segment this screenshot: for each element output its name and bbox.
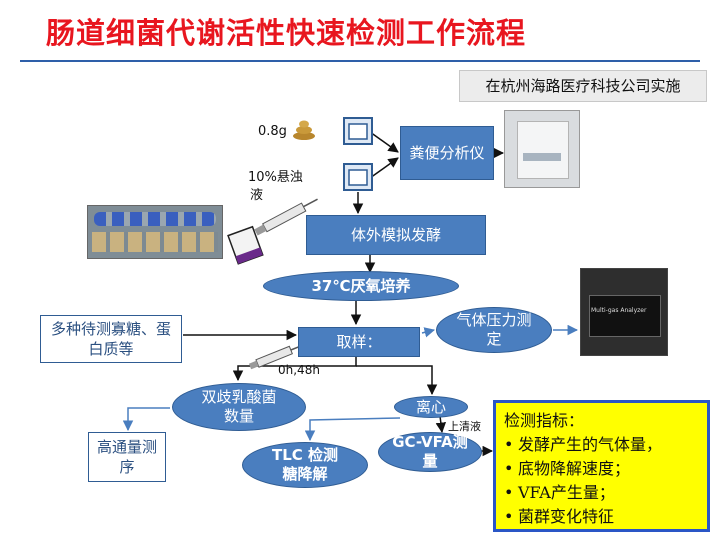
node-tlc: TLC 检测糖降解	[242, 442, 368, 488]
fecal-analyzer-photo	[504, 110, 580, 188]
indicators-list: •发酵产生的气体量， •底物降解速度； •VFA产生量； •菌群变化特征	[504, 433, 699, 529]
indicator-item: •菌群变化特征	[504, 507, 615, 526]
sample-container-icon	[343, 117, 373, 145]
implementer-label: 在杭州海路医疗科技公司实施	[459, 70, 707, 102]
indicator-item: •底物降解速度；	[504, 459, 631, 478]
suspension-container-icon	[343, 163, 373, 191]
node-centrifuge: 离心	[394, 396, 468, 418]
suspension-label-line1: 10%悬浊	[248, 170, 303, 185]
node-gas-pressure: 气体压力测定	[436, 307, 552, 353]
indicator-item: •发酵产生的气体量，	[504, 435, 663, 454]
syringe-icon	[254, 198, 318, 236]
stool-sample-icon	[293, 120, 315, 140]
supernatant-label: 上清液	[448, 420, 481, 433]
sample-mass-label: 0.8g	[258, 124, 287, 139]
node-fecal-analyzer: 粪便分析仪	[400, 126, 494, 180]
node-in-vitro-fermentation: 体外模拟发酵	[306, 215, 486, 255]
node-gc-vfa: GC-VFA测量	[378, 432, 482, 472]
indicators-box: 检测指标： •发酵产生的气体量， •底物降解速度； •VFA产生量； •菌群变化…	[493, 400, 710, 532]
indicators-title: 检测指标：	[504, 411, 585, 430]
vial-tray-photo	[87, 205, 223, 259]
time-points-label: 0h,48h	[278, 363, 320, 377]
indicator-item: •VFA产生量；	[504, 483, 615, 502]
title-underline	[20, 60, 700, 62]
node-hts: 高通量测序	[88, 432, 166, 482]
vial-icon	[227, 225, 264, 265]
node-sampling: 取样：	[298, 327, 420, 357]
arrow-to-analyzer	[369, 131, 399, 153]
node-anaerobic-culture: 37℃厌氧培养	[263, 271, 459, 301]
node-bifido-count: 双歧乳酸菌数量	[172, 383, 306, 431]
suspension-label-line2: 液	[250, 188, 264, 203]
gas-analyzer-label: Multi-gas Analyzer	[591, 307, 647, 314]
gas-analyzer-photo: Multi-gas Analyzer	[580, 268, 668, 356]
page-title: 肠道细菌代谢活性快速检测工作流程	[46, 16, 527, 50]
node-substrates: 多种待测寡糖、蛋白质等	[40, 315, 182, 363]
